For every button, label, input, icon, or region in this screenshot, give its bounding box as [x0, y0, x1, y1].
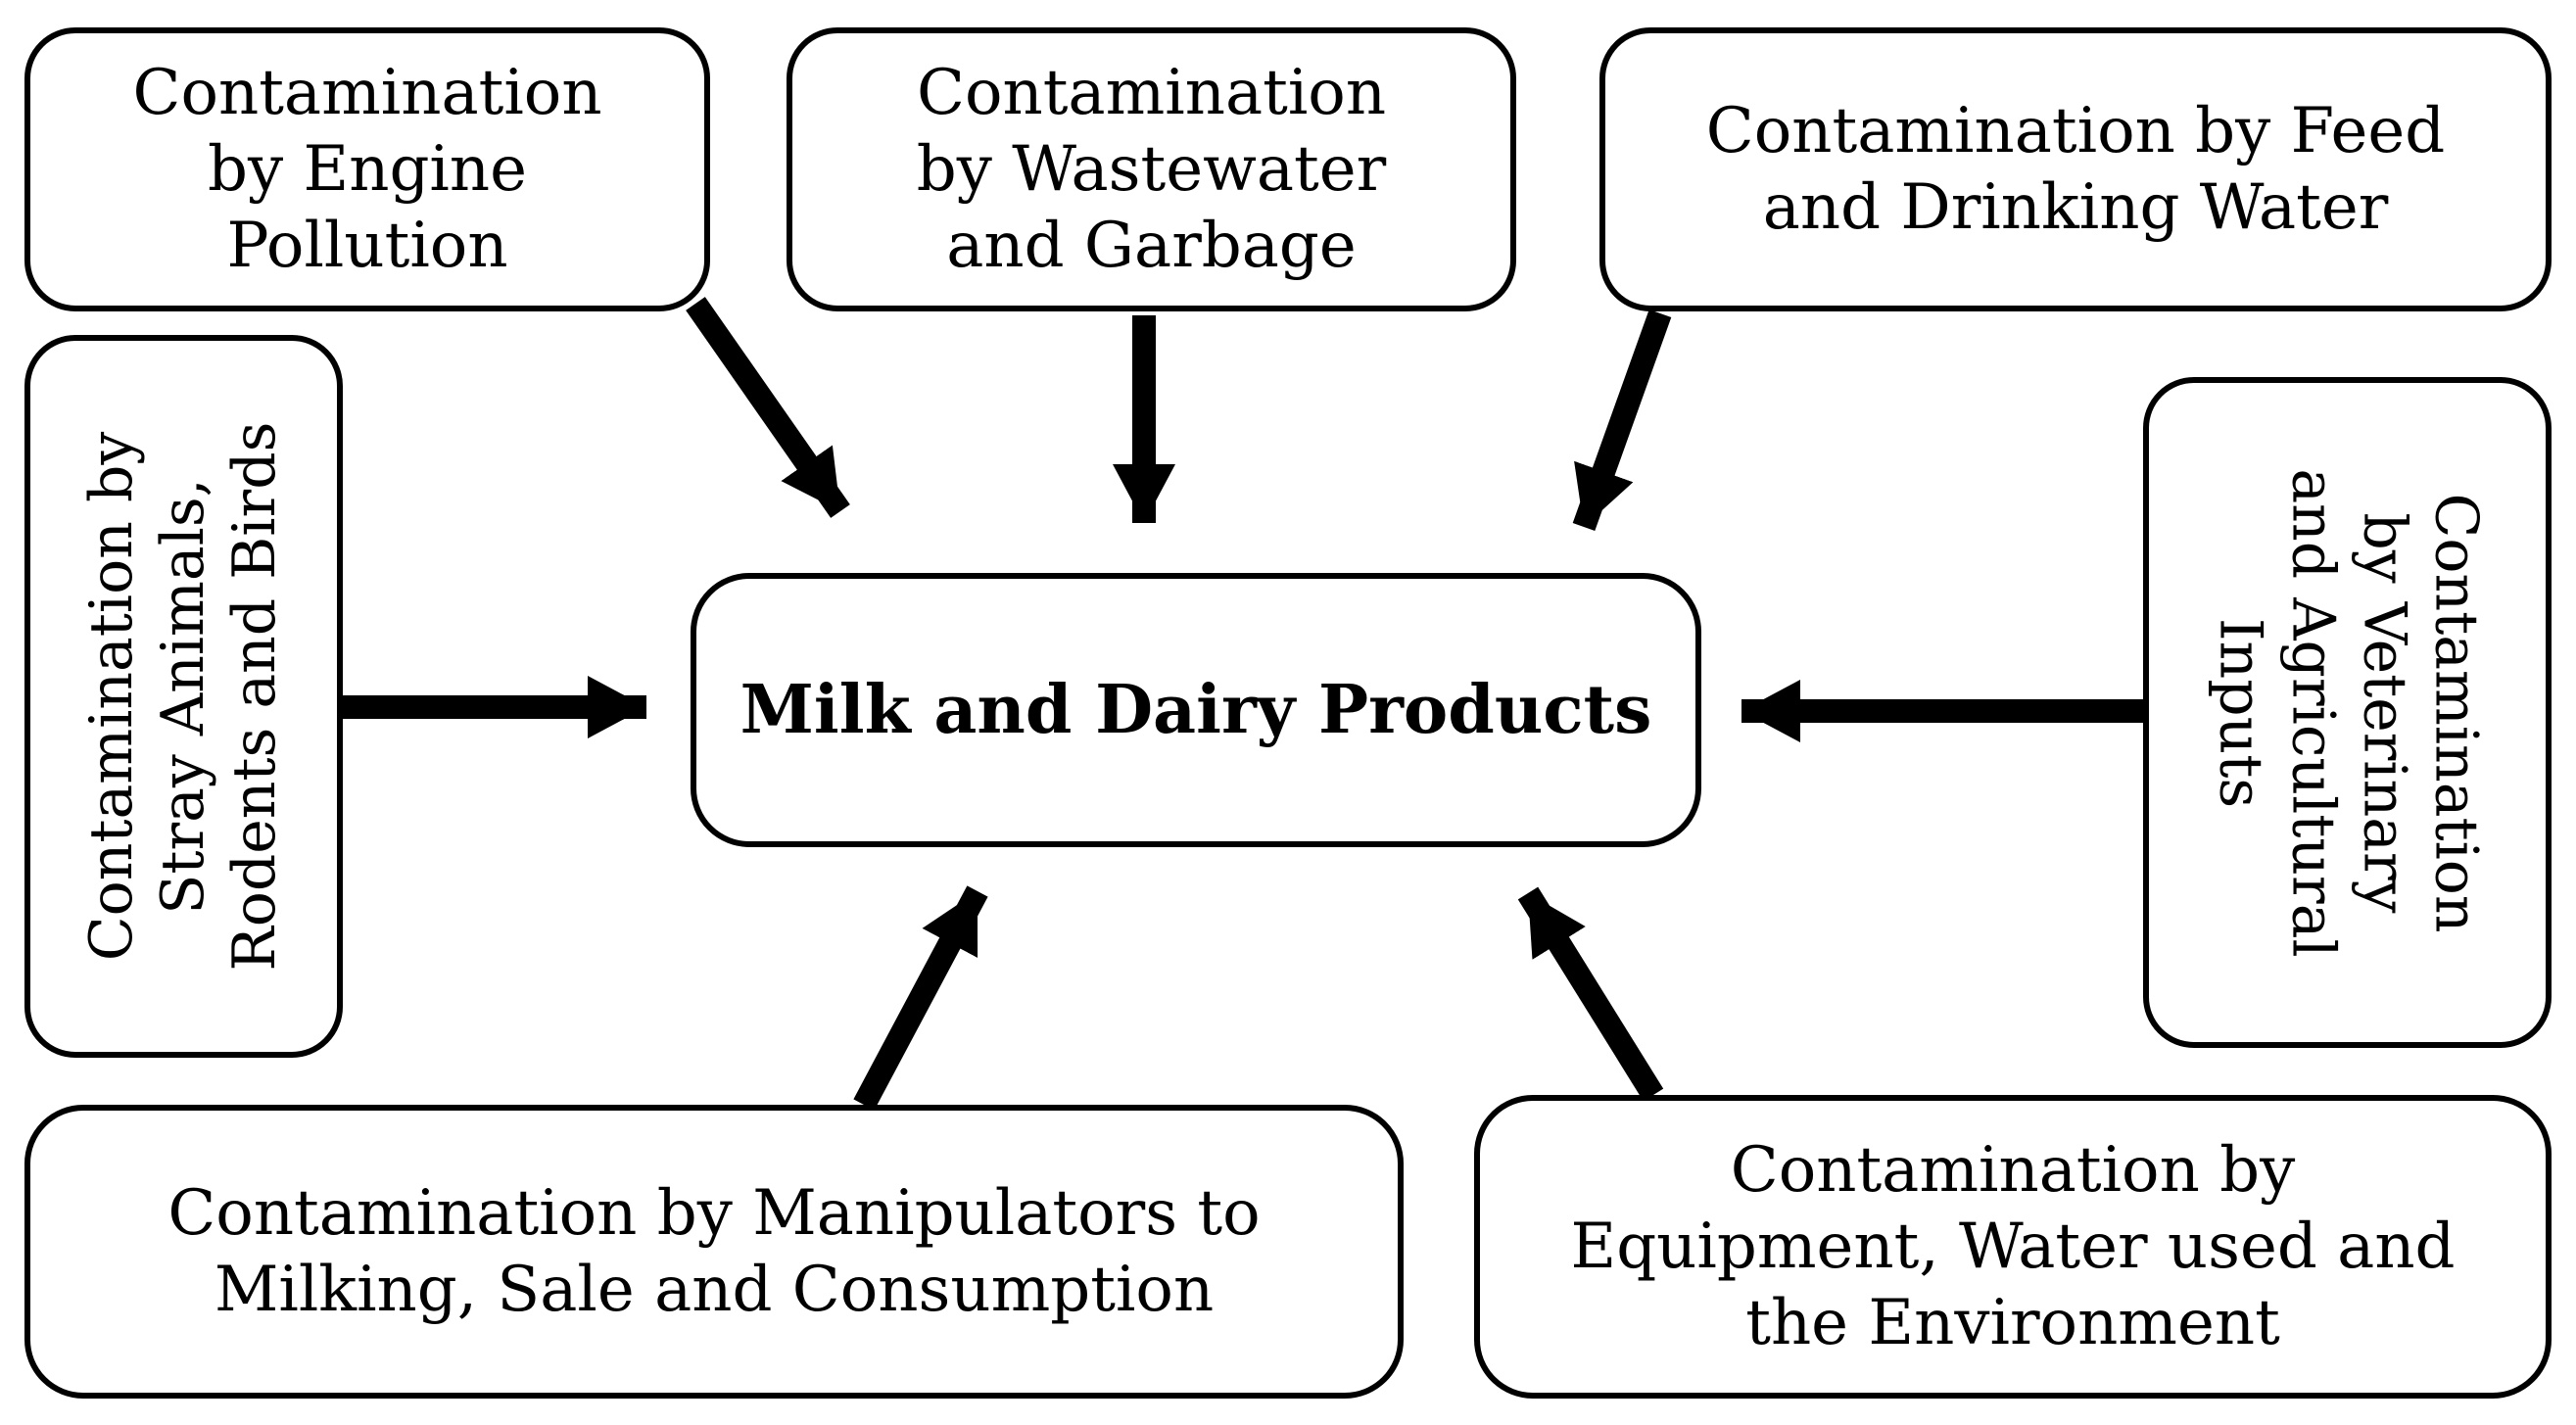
equipment-environment-label: Contamination by Equipment, Water used a… [1570, 1133, 2456, 1360]
arrow-equipment-to-center [1517, 886, 1664, 1102]
veterinary-inputs-box: Contamination by Veterinary and Agricult… [2143, 377, 2552, 1048]
engine-pollution-label: Contamination by Engine Pollution [132, 56, 602, 283]
manipulators-label: Contamination by Manipulators to Milking… [167, 1176, 1261, 1326]
wastewater-garbage-box: Contamination by Wastewater and Garbage [787, 27, 1516, 311]
engine-pollution-box: Contamination by Engine Pollution [24, 27, 710, 311]
equipment-environment-box: Contamination by Equipment, Water used a… [1474, 1095, 2552, 1399]
feed-drinking-water-label: Contamination by Feed and Drinking Water [1705, 94, 2446, 244]
feed-drinking-water-box: Contamination by Feed and Drinking Water [1599, 27, 2552, 311]
arrow-feed-to-center [1572, 309, 1672, 532]
milk-dairy-products-box: Milk and Dairy Products [691, 573, 1701, 847]
stray-animals-label: Contamination by Stray Animals, Rodents … [76, 421, 290, 972]
stray-animals-box: Contamination by Stray Animals, Rodents … [24, 335, 343, 1058]
arrow-engine-to-center [686, 297, 850, 518]
wastewater-garbage-label: Contamination by Wastewater and Garbage [916, 56, 1387, 283]
arrow-manipulators-to-center [853, 885, 988, 1111]
manipulators-box: Contamination by Manipulators to Milking… [24, 1105, 1404, 1399]
milk-dairy-products-label: Milk and Dairy Products [739, 670, 1652, 749]
veterinary-inputs-label: Contamination by Veterinary and Agricult… [2206, 467, 2490, 958]
